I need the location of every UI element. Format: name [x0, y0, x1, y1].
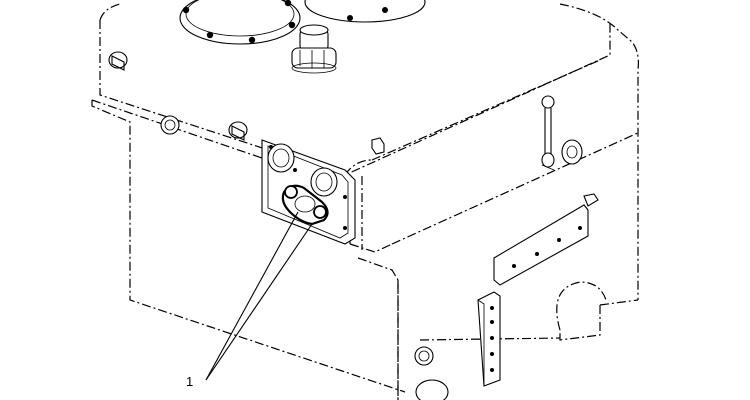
fitting-boss-5 — [415, 379, 449, 400]
callout-1: 1 — [186, 211, 313, 389]
perforated-strap — [477, 291, 501, 387]
fitting-boss-1 — [108, 51, 128, 71]
tank-left-face — [91, 99, 406, 400]
fitting-boss-3 — [228, 121, 248, 141]
sight-gauge — [541, 95, 583, 171]
tank-right-face — [361, 59, 641, 400]
top-cover-left — [179, 0, 301, 45]
fitting-boss-4 — [414, 346, 434, 366]
breather-cap — [291, 24, 337, 74]
top-cover-right — [304, 0, 426, 23]
flange-cover-part — [281, 184, 329, 226]
mounting-bracket — [493, 193, 599, 286]
lifting-lug — [371, 137, 385, 155]
fitting-boss-2 — [160, 115, 180, 135]
tank-top-outline — [99, 3, 639, 300]
callout-label: 1 — [186, 374, 193, 389]
